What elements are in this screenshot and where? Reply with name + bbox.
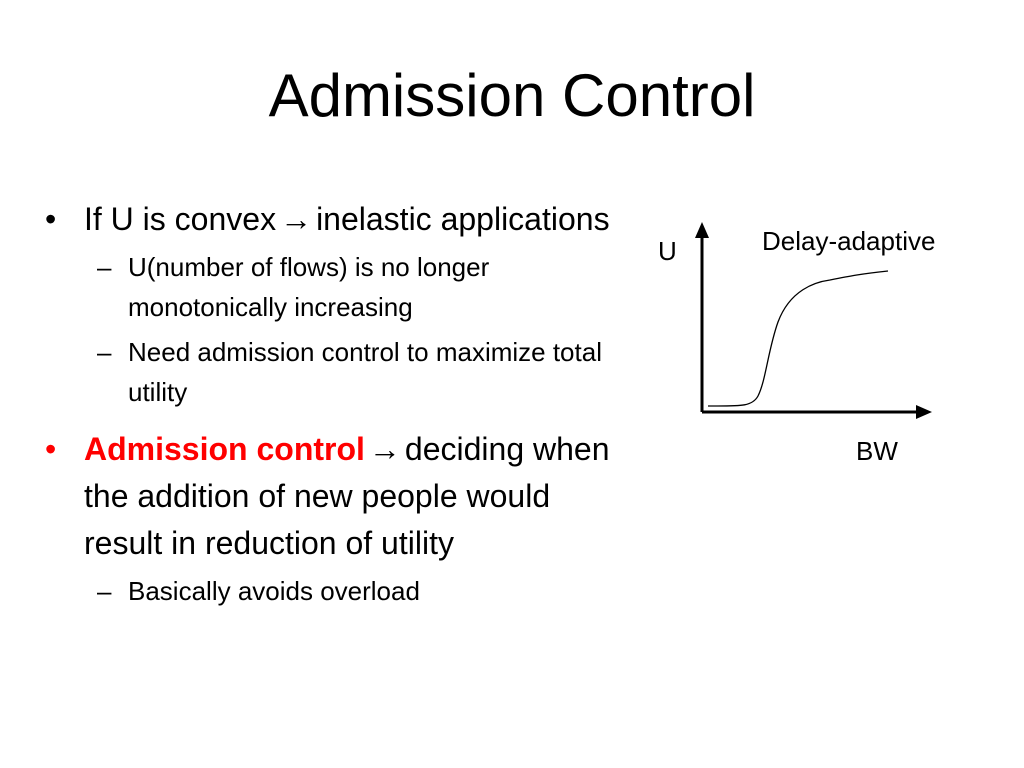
highlight-term: Admission control	[84, 431, 365, 467]
curve-label: Delay-adaptive	[762, 226, 936, 256]
right-arrow-icon: →	[280, 201, 313, 237]
sub-bullet-marker: –	[97, 252, 112, 282]
bullet-text: inelastic applications	[316, 201, 610, 237]
bullet-text: deciding when the addition of new people…	[84, 431, 610, 561]
sub-bullet-marker: –	[97, 337, 112, 367]
right-arrow-icon: →	[368, 431, 401, 467]
sub-bullet-item: – Need admission control to maximize tot…	[40, 332, 620, 412]
sub-bullet-text: U(number of flows) is no longer monotoni…	[128, 252, 490, 322]
utility-curve	[707, 270, 889, 407]
bullet-item-admission-control: • Admission control→deciding when the ad…	[40, 426, 620, 567]
sub-bullet-text: Need admission control to maximize total…	[128, 337, 602, 407]
bullet-item-convex: • If U is convex→inelastic applications	[40, 196, 620, 243]
utility-curve-graph	[695, 222, 932, 419]
utility-diagram: U BW Delay-adaptive	[640, 210, 1010, 470]
x-axis-arrowhead-icon	[916, 405, 932, 419]
sub-bullet-item: – U(number of flows) is no longer monoto…	[40, 247, 620, 327]
bullet-text: If U is convex	[84, 201, 277, 237]
x-axis-label: BW	[856, 436, 898, 466]
bullet-list: • If U is convex→inelastic applications …	[40, 196, 620, 616]
y-axis-arrowhead-icon	[695, 222, 709, 238]
y-axis-label: U	[658, 236, 677, 266]
bullet-marker: •	[45, 201, 57, 237]
slide-title: Admission Control	[268, 62, 756, 129]
sub-bullet-text: Basically avoids overload	[128, 576, 420, 606]
sub-bullet-marker: –	[97, 576, 112, 606]
sub-bullet-item: – Basically avoids overload	[40, 571, 620, 611]
bullet-marker: •	[45, 431, 57, 467]
